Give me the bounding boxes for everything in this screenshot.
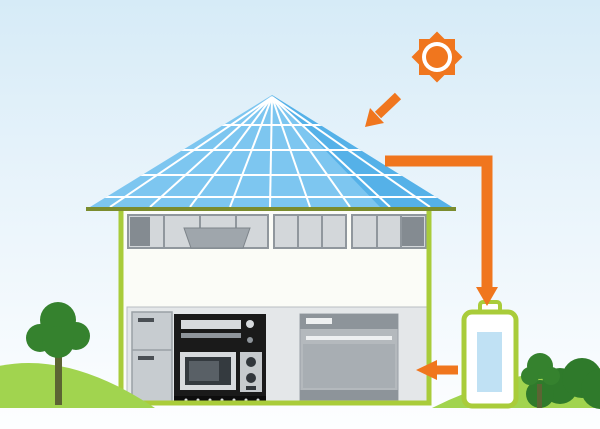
sun-core [426,46,448,68]
bush-lobe [581,369,600,409]
dishwasher-kick-plate [300,390,398,400]
tree-canopy [26,302,90,358]
refrigerator [131,311,173,405]
oven-base-strip [174,396,266,404]
oven-vent-strip [181,333,241,338]
panel-grid-line [189,96,273,207]
right-small-tree-icon [521,353,560,408]
microwave-button [246,386,256,390]
refrigerator-handle [138,356,154,360]
arrow-sun-to-roof-icon [365,92,402,127]
oven-knob [247,337,253,343]
arrow-shaft [385,155,493,288]
panel-grid-line [269,96,273,207]
house [118,209,432,406]
left-tree-icon [26,302,90,405]
tree-trunk [55,350,62,405]
house-outline [118,209,432,406]
arrow-battery-to-home-icon [416,360,458,380]
left-grass-mound [0,363,155,408]
microwave-dial [246,373,256,383]
panel-grid-line [109,96,273,207]
oven-microwave-unit [174,314,266,404]
refrigerator-handle [138,318,154,322]
panel-grid-line [271,96,351,207]
dishwasher-control-strip [300,314,398,329]
dishwasher [299,313,399,401]
arrow-roof-to-battery-icon [385,155,498,306]
tree-trunk [537,384,542,408]
microwave-dial [246,357,256,367]
window [273,214,347,249]
window-dark-pane [402,217,424,246]
storage-battery-icon [461,300,519,409]
dishwasher-display [306,318,332,324]
solar-panel-roof-icon [86,95,456,211]
second-floor-windows [127,214,427,249]
panel-grid-line [229,96,273,207]
panel-grid-line [271,96,431,207]
canopy-lobe [542,367,560,385]
microwave-glass [189,361,219,381]
oven-knob [246,320,254,328]
window-dark-pane [130,217,150,246]
arrow-head [476,287,498,306]
tree-canopy [521,353,560,385]
microwave-control-panel [240,352,262,392]
arrow-head [365,108,384,127]
oven-display [181,320,241,329]
canopy-lobe [42,326,74,358]
battery-cell [477,332,502,392]
range-hood [183,227,251,249]
sun-icon [411,31,463,83]
window-dark-panes [130,217,424,246]
arrow-head [416,360,437,380]
panel-grid-line [271,96,311,207]
arrow-shaft [374,92,402,119]
dishwasher-handle-groove [306,336,392,340]
dishwasher-door [303,344,395,388]
panel-grid-line [149,96,273,207]
panel-grid-line [271,96,391,207]
canopy-lobe [521,367,539,385]
